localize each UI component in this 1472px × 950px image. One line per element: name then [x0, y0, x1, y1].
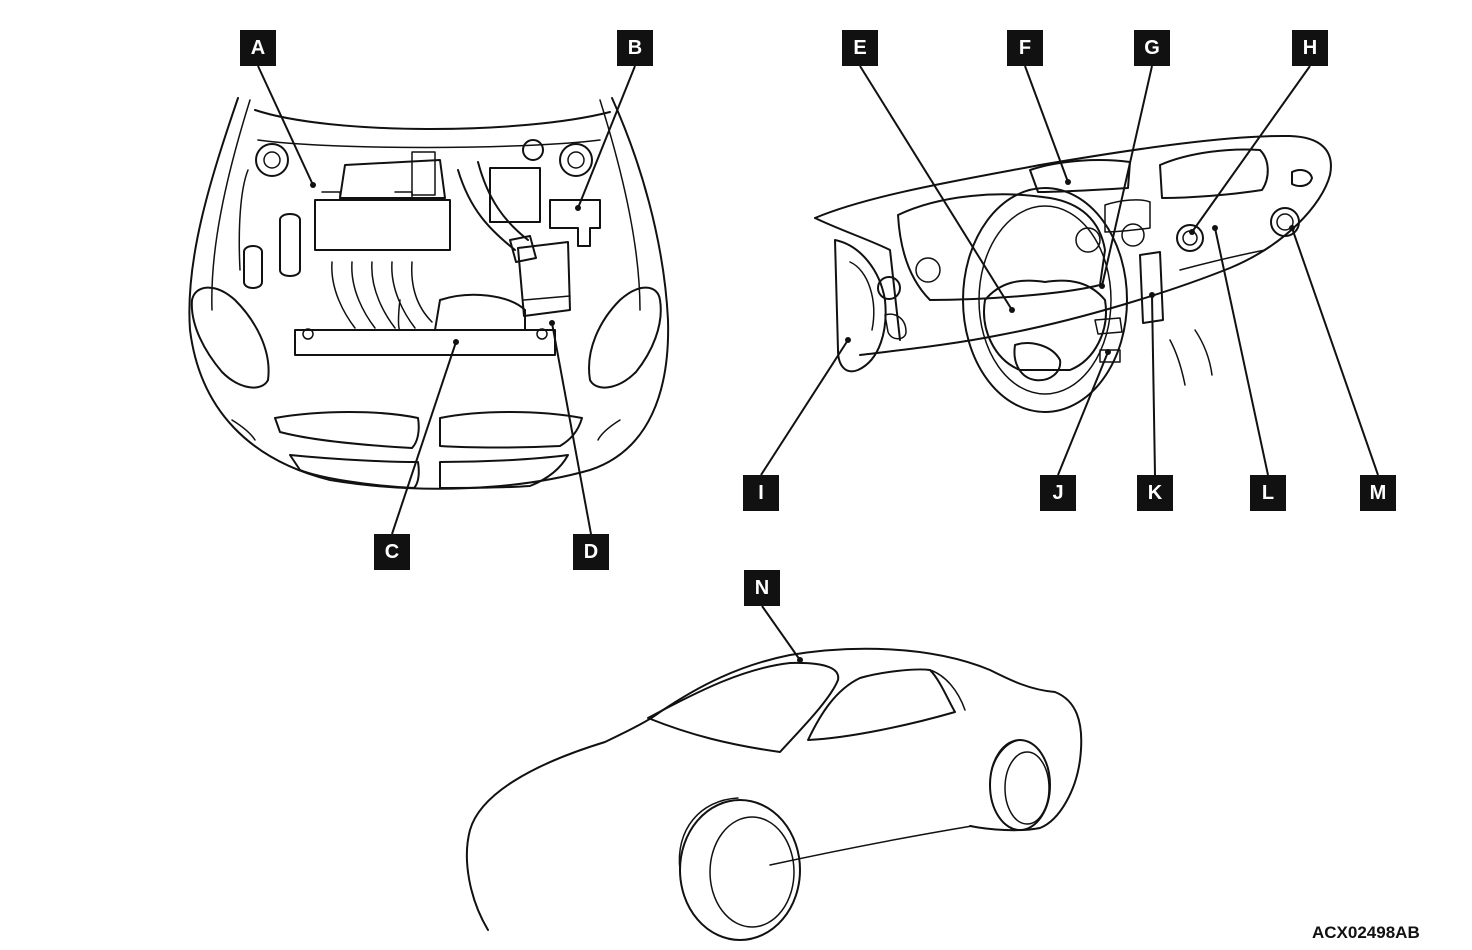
callout-N: N	[744, 570, 780, 606]
callout-H: H	[1292, 30, 1328, 66]
callout-I: I	[743, 475, 779, 511]
callout-M: M	[1360, 475, 1396, 511]
leader-H	[1191, 65, 1311, 233]
leader-E	[859, 65, 1013, 311]
callout-L: L	[1250, 475, 1286, 511]
callout-I-text: I	[758, 482, 764, 504]
leader-G	[1101, 65, 1153, 287]
leader-I	[760, 339, 849, 476]
callout-E: E	[842, 30, 878, 66]
callout-C: C	[374, 534, 410, 570]
callout-H-text: H	[1303, 37, 1317, 59]
leader-D	[551, 322, 592, 535]
callout-F-text: F	[1019, 37, 1031, 59]
leader-C	[391, 341, 457, 535]
leader-M	[1291, 227, 1379, 476]
callout-F: F	[1007, 30, 1043, 66]
callout-D: D	[573, 534, 609, 570]
leader-lines	[257, 65, 1379, 663]
leader-K	[1151, 294, 1156, 476]
callout-G-text: G	[1144, 37, 1160, 59]
callout-C-text: C	[385, 541, 399, 563]
callout-L-text: L	[1262, 482, 1274, 504]
callout-A: A	[240, 30, 276, 66]
dashboard-illustration	[814, 134, 1332, 413]
leader-B	[577, 65, 636, 209]
engine-compartment-illustration	[188, 97, 670, 490]
callout-J: J	[1040, 475, 1076, 511]
callout-M-text: M	[1370, 482, 1387, 504]
callout-K-text: K	[1148, 482, 1163, 504]
callout-D-text: D	[584, 541, 598, 563]
callout-G: G	[1134, 30, 1170, 66]
callout-A-text: A	[251, 37, 265, 59]
leader-F	[1024, 65, 1069, 183]
callout-B: B	[617, 30, 653, 66]
callout-E-text: E	[853, 37, 866, 59]
callout-N-text: N	[755, 577, 769, 599]
leader-L	[1214, 227, 1269, 476]
callout-K: K	[1137, 475, 1173, 511]
vehicle-exterior-illustration	[465, 647, 1083, 941]
callout-B-text: B	[628, 37, 642, 59]
leader-J	[1057, 351, 1109, 476]
figure-code: ACX02498AB	[1312, 923, 1420, 942]
leader-A	[257, 65, 314, 186]
callout-labels: A B C D E F G H	[240, 30, 1396, 606]
callout-J-text: J	[1052, 482, 1063, 504]
leader-N	[761, 605, 801, 661]
